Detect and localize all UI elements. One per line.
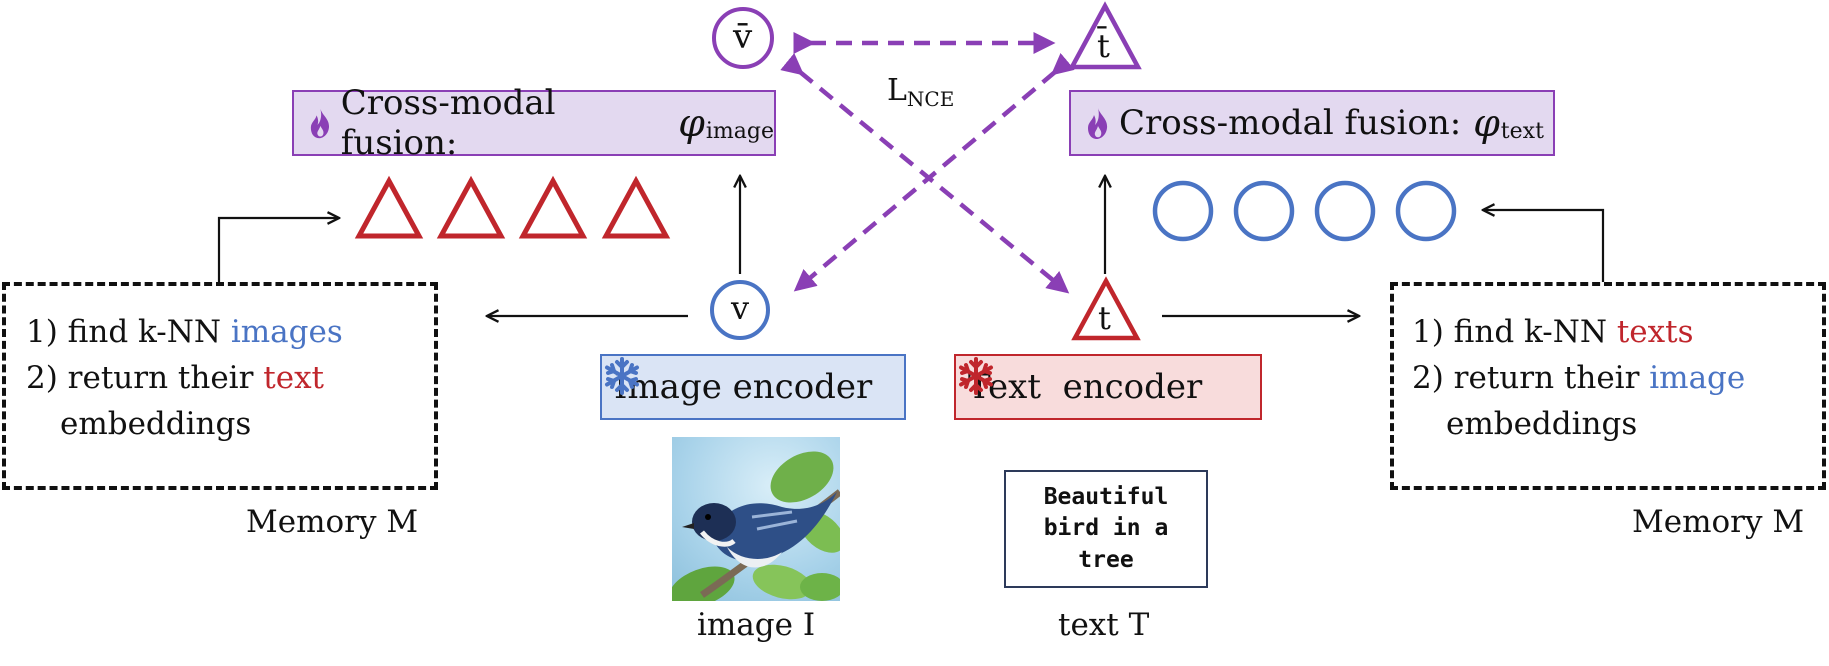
text-caption: text T [1058,607,1150,643]
t-label: t [1098,299,1111,337]
bird-image [672,437,840,601]
t-bar-node [1068,1,1142,70]
snowflake-icon [605,357,639,395]
text-card-line: tree [1078,546,1134,573]
v-bar-label: v̄ [733,17,753,57]
memory-right-line3: embeddings [1446,406,1638,442]
v-bar-node [712,7,774,69]
contrastive-arrows [780,32,1075,294]
memory-left-line2: 2) return their text [26,360,325,396]
arrow-tbar-v [793,52,1075,292]
fusion-text-text: Cross-modal fusion: [1119,103,1462,143]
fire-icon [1088,108,1108,139]
memory-right-line2: 2) return their image [1412,360,1746,396]
t-node [1071,276,1141,341]
loss-label: LNCE [887,73,954,110]
neighbor-text-embeddings [354,175,671,239]
memory-left-caption: Memory M [246,504,419,540]
snowflake-icon [959,357,993,395]
fusion-text-symbol: φ [1473,101,1500,145]
fusion-image-symbol: φ [678,101,705,145]
fusion-image-sub: image [705,118,774,144]
text-encoder-label: Text encoder [968,367,1203,407]
loss-label-main: L [887,73,907,108]
fire-icon [310,108,330,139]
fusion-text-sub: text [1500,118,1544,144]
neighbor-image-embeddings [1152,180,1457,242]
loss-label-sub: NCE [906,87,955,111]
v-label: v [731,289,750,327]
memory-right-line1: 1) find k-NN texts [1412,314,1694,350]
text-card-line: bird in a [1043,515,1169,542]
memory-left-line1: 1) find k-NN images [26,314,343,350]
image-encoder-label: Image encoder [614,367,873,407]
text-card-line: Beautiful [1043,484,1169,511]
image-encoder-box: Image encoder [600,354,906,420]
arrow-memory-left-to-triangles [217,218,338,282]
memory-box-left: 1) find k-NN images 2) return their text… [2,282,438,490]
fusion-image-text: Cross-modal fusion: [340,83,556,163]
v-node [710,280,770,340]
memory-right-caption: Memory M [1632,504,1805,540]
arrow-memory-right-to-circles [1484,210,1605,282]
t-bar-label: t̄ [1097,27,1110,65]
text-encoder-box: Text encoder [954,354,1262,420]
memory-left-line3: embeddings [60,406,252,442]
image-caption: image I [697,607,816,643]
memory-box-right: 1) find k-NN texts 2) return their image… [1390,282,1826,490]
text-input-card: Beautiful bird in a tree [1004,470,1208,588]
